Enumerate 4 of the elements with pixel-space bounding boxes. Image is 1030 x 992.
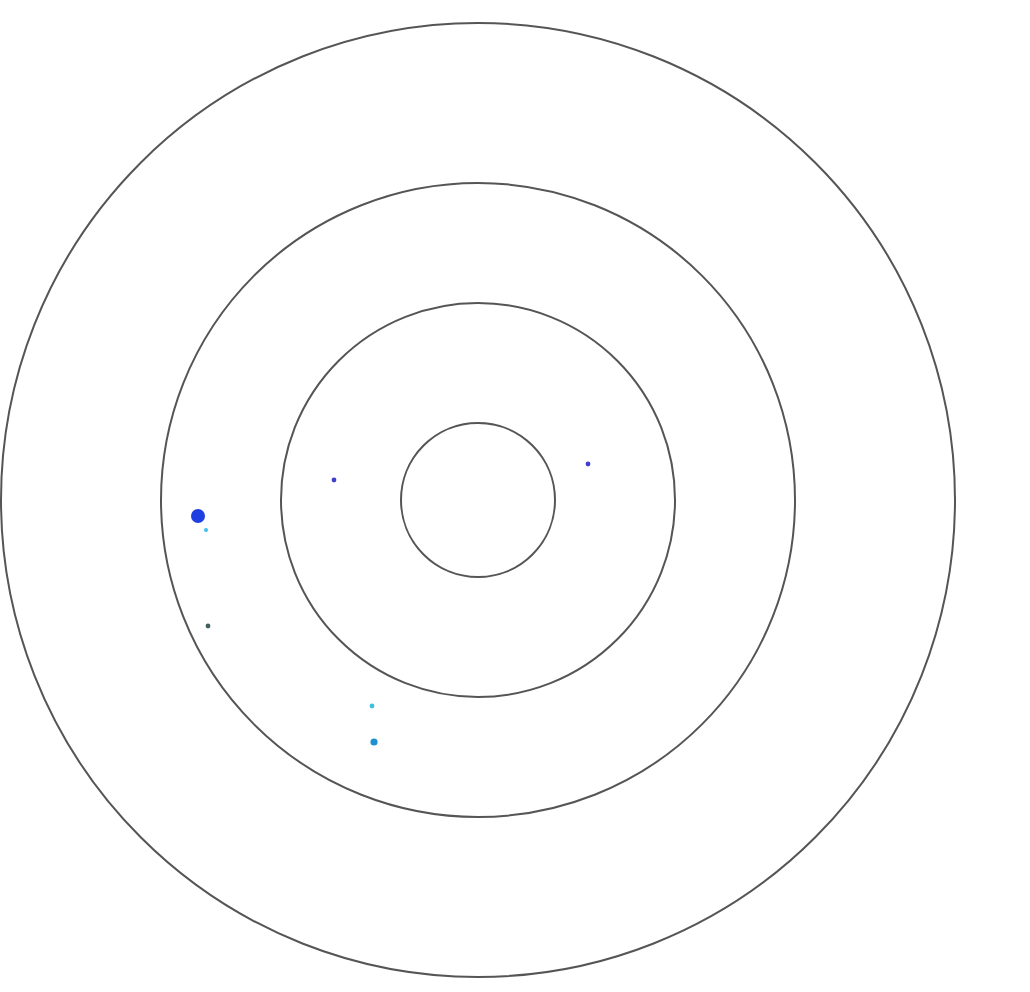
ring-circle (400, 422, 556, 578)
ring-circle (160, 182, 796, 818)
ring-circle (0, 22, 956, 978)
ring-circle (280, 302, 676, 698)
